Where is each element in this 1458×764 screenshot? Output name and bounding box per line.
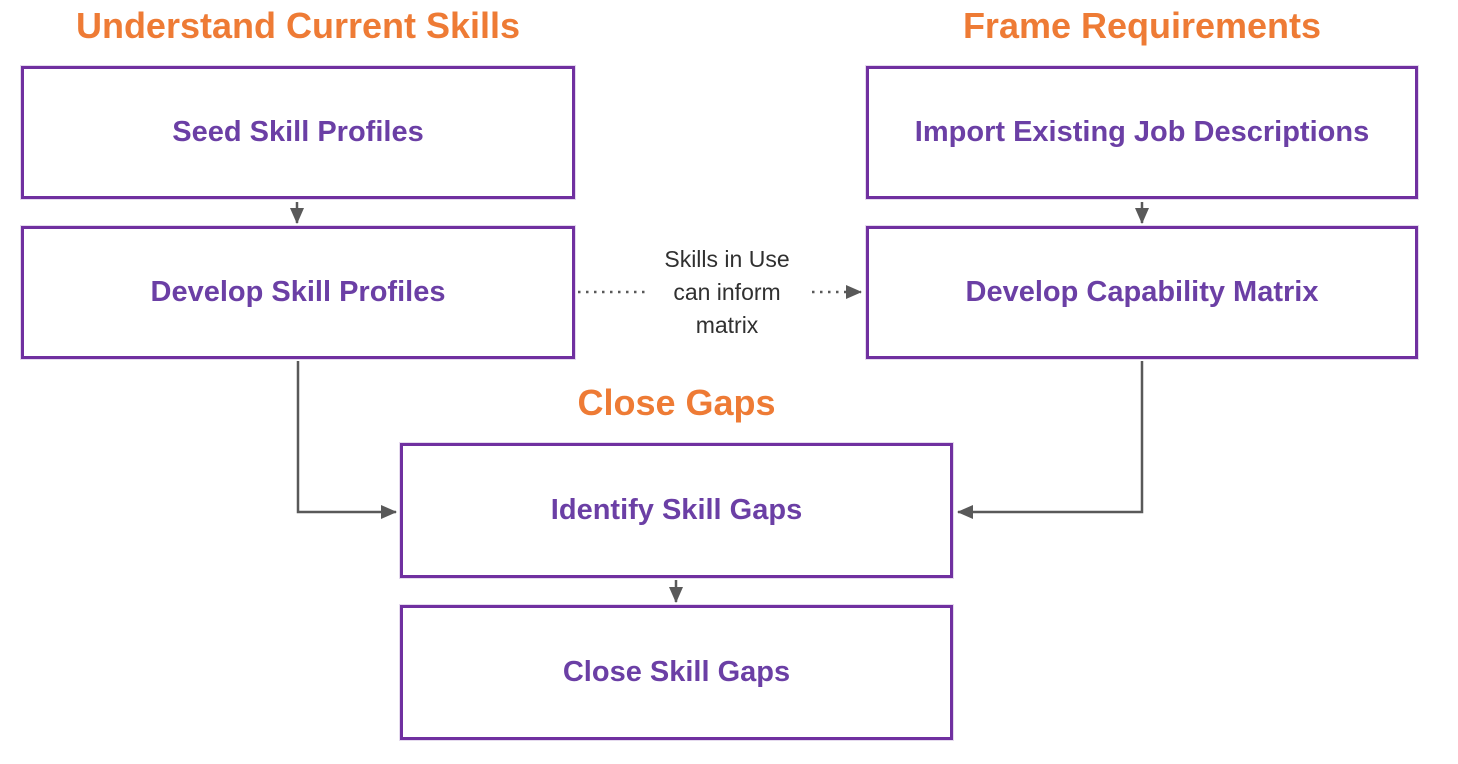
node-develop-skill-profiles: Develop Skill Profiles <box>21 226 575 359</box>
node-label: Seed Skill Profiles <box>172 116 424 148</box>
section-title-understand-current-skills: Understand Current Skills <box>75 5 521 46</box>
node-label: Close Skill Gaps <box>562 656 791 688</box>
connector-label-skills-in-use: Skills in Use can inform matrix <box>664 246 790 338</box>
section-title-frame-requirements: Frame Requirements <box>962 5 1322 46</box>
connector-matrix-to-identify <box>957 361 1144 519</box>
node-label: Develop Skill Profiles <box>150 276 446 308</box>
node-close-skill-gaps: Close Skill Gaps <box>400 605 953 740</box>
node-label: Import Existing Job Descriptions <box>914 116 1370 148</box>
node-seed-skill-profiles: Seed Skill Profiles <box>21 66 575 199</box>
connector-profiles-to-identify <box>296 361 397 519</box>
node-identify-skill-gaps: Identify Skill Gaps <box>400 443 953 578</box>
node-import-existing-job-descriptions: Import Existing Job Descriptions <box>866 66 1418 199</box>
node-label: Develop Capability Matrix <box>965 276 1319 308</box>
section-title-close-gaps: Close Gaps <box>577 382 776 423</box>
node-develop-capability-matrix: Develop Capability Matrix <box>866 226 1418 359</box>
node-label: Identify Skill Gaps <box>550 494 803 526</box>
